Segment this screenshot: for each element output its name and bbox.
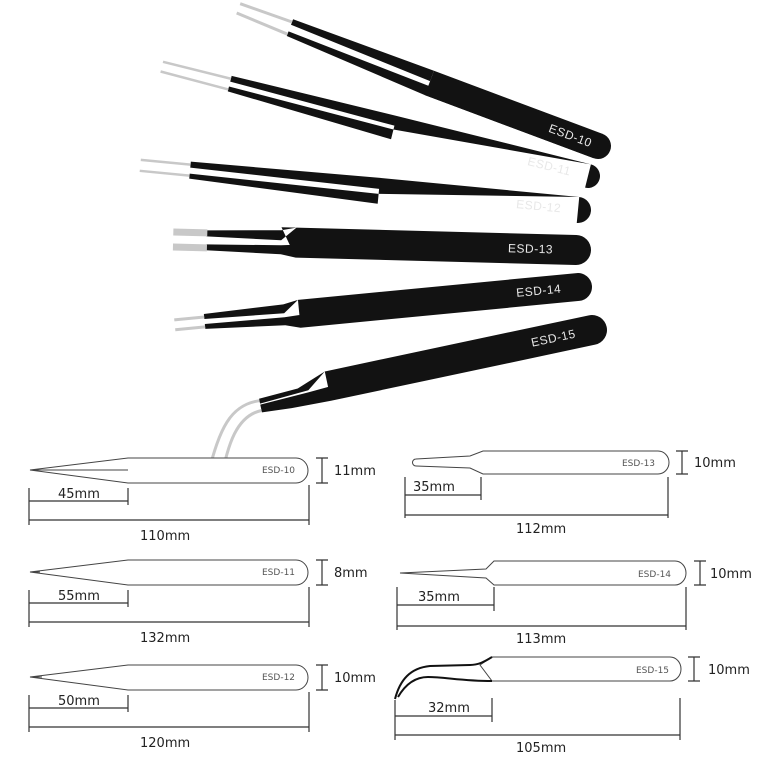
model-label: ESD-14 [516, 282, 562, 300]
tweezers-photo: ESD-10 ESD-11 ESD-12 ESD-13 ESD- [139, 2, 611, 483]
width-dimension: 10mm [710, 567, 752, 582]
tweezer-esd-14: ESD-14 [174, 273, 592, 332]
diagram-esd-14: ESD-14 10mm 35mm 113mm [396, 560, 752, 647]
total-length-dimension: 120mm [140, 736, 190, 751]
total-length-dimension: 112mm [516, 522, 566, 537]
width-dimension: 10mm [694, 456, 736, 471]
diagram-model-label: ESD-14 [638, 570, 671, 580]
total-length-dimension: 110mm [140, 529, 190, 544]
diagram-model-label: ESD-10 [262, 466, 295, 476]
tip-length-dimension: 32mm [428, 701, 470, 716]
tweezer-esd-10: ESD-10 [236, 2, 611, 159]
tweezer-esd-13: ESD-13 [172, 227, 591, 265]
model-label: ESD-11 [526, 154, 572, 178]
tweezer-esd-12: ESD-12 [139, 158, 591, 223]
width-dimension: 10mm [708, 663, 750, 678]
tip-length-dimension: 50mm [58, 694, 100, 709]
diagram-esd-13: ESD-13 10mm 35mm 112mm [404, 450, 736, 537]
diagram-model-label: ESD-13 [622, 459, 655, 469]
tip-length-dimension: 45mm [58, 487, 100, 502]
tip-length-dimension: 35mm [418, 590, 460, 605]
width-dimension: 11mm [334, 464, 376, 479]
diagram-esd-15: ESD-15 10mm 32mm 105mm [394, 656, 750, 756]
model-label: ESD-13 [508, 241, 553, 256]
diagram-esd-11: ESD-11 8mm 55mm 132mm [28, 559, 368, 646]
diagram-model-label: ESD-15 [636, 666, 669, 676]
model-label: ESD-12 [516, 197, 562, 215]
diagram-model-label: ESD-12 [262, 673, 295, 683]
width-dimension: 8mm [334, 566, 368, 581]
tip-length-dimension: 55mm [58, 589, 100, 604]
diagram-esd-10: ESD-10 11mm 45mm 110mm [28, 457, 376, 544]
width-dimension: 10mm [334, 671, 376, 686]
diagram-esd-12: ESD-12 10mm 50mm 120mm [28, 664, 376, 751]
total-length-dimension: 105mm [516, 741, 566, 756]
tip-length-dimension: 35mm [413, 480, 455, 495]
total-length-dimension: 132mm [140, 631, 190, 646]
total-length-dimension: 113mm [516, 632, 566, 647]
diagram-model-label: ESD-11 [262, 568, 295, 578]
